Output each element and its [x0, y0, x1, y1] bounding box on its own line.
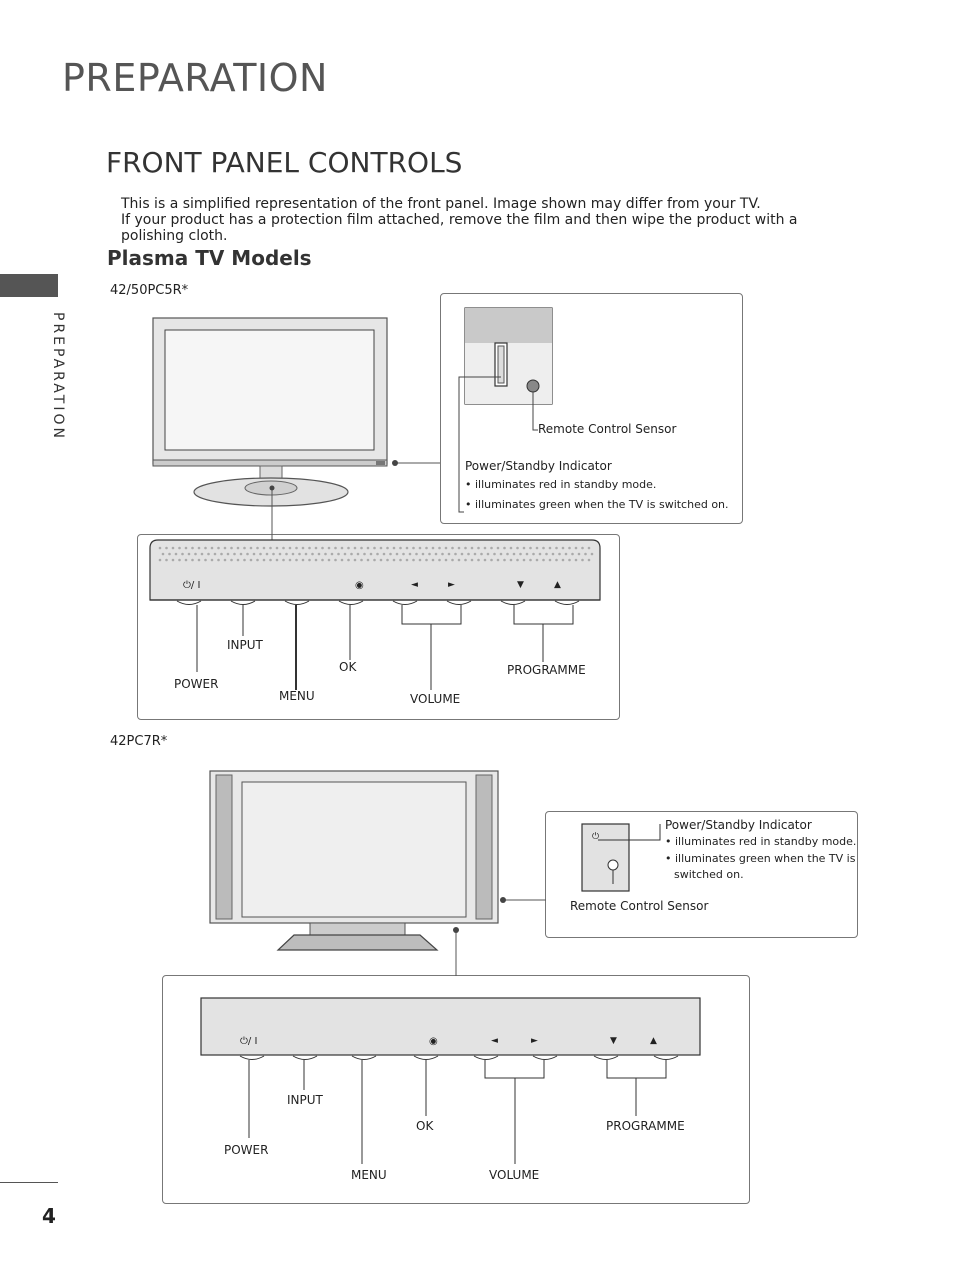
model2-power-symbol: ⏻/ I — [240, 1036, 258, 1047]
model2-right-arrow-icon: ► — [531, 1036, 538, 1046]
section-title: FRONT PANEL CONTROLS — [106, 146, 463, 179]
model1-ok-symbol: ◉ — [355, 580, 364, 591]
model1-down-arrow-icon: ▼ — [517, 580, 524, 590]
side-tab-label: PREPARATION — [50, 312, 66, 441]
model2-left-arrow-icon: ◄ — [491, 1036, 498, 1046]
model1-sensor-label: Remote Control Sensor — [538, 422, 677, 436]
model2-indicator-title: Power/Standby Indicator — [665, 818, 812, 832]
model1-indicator-bullet-1: • illuminates red in standby mode. — [465, 478, 657, 491]
model1-indicator-title: Power/Standby Indicator — [465, 459, 612, 473]
model2-tv-illustration — [209, 770, 499, 951]
model2-indicator-bullet-2: • illuminates green when the TV is — [665, 852, 856, 865]
model1-up-arrow-icon: ▲ — [554, 580, 561, 590]
intro-text: This is a simplified representation of t… — [121, 196, 841, 244]
subheading: Plasma TV Models — [107, 246, 312, 270]
side-tab-marker — [0, 274, 58, 297]
model2-input-label: INPUT — [287, 1093, 323, 1107]
model2-programme-label: PROGRAMME — [606, 1119, 685, 1133]
model1-menu-label: MENU — [279, 689, 315, 703]
model1-ok-label: OK — [339, 660, 357, 674]
model1-volume-label: VOLUME — [410, 692, 461, 706]
model1-front-panel — [149, 539, 601, 605]
model1-left-arrow-icon: ◄ — [411, 580, 418, 590]
model2-sensor-label: Remote Control Sensor — [570, 899, 709, 913]
model2-power-label: POWER — [224, 1143, 269, 1157]
model2-front-panel — [200, 997, 701, 1060]
page-number: 4 — [42, 1204, 56, 1228]
intro-line-1: This is a simplified representation of t… — [121, 196, 761, 212]
page-number-divider — [0, 1182, 58, 1183]
chapter-title: PREPARATION — [62, 56, 328, 100]
model2-indicator-bullet-1: • illuminates red in standby mode. — [665, 835, 857, 848]
intro-line-2: If your product has a protection film at… — [121, 212, 798, 244]
model1-power-symbol: ⏻/ I — [183, 580, 201, 591]
model2-up-arrow-icon: ▲ — [650, 1036, 657, 1046]
model2-indicator-closeup — [581, 823, 630, 892]
model1-programme-label: PROGRAMME — [507, 663, 586, 677]
model2-indicator-bullet-2-cont: switched on. — [674, 868, 744, 881]
model1-indicator-closeup — [464, 307, 553, 405]
model1-name: 42/50PC5R* — [110, 283, 189, 298]
model2-ok-symbol: ◉ — [429, 1036, 438, 1047]
model2-menu-label: MENU — [351, 1168, 387, 1182]
model1-input-label: INPUT — [227, 638, 263, 652]
model2-down-arrow-icon: ▼ — [610, 1036, 617, 1046]
model2-name: 42PC7R* — [110, 734, 168, 749]
model2-power-indicator-icon: ⏻ — [592, 832, 600, 842]
model2-volume-label: VOLUME — [489, 1168, 540, 1182]
model2-ok-label: OK — [416, 1119, 434, 1133]
model1-tv-illustration — [152, 317, 388, 507]
model1-power-label: POWER — [174, 677, 219, 691]
model1-indicator-bullet-2: • illuminates green when the TV is switc… — [465, 498, 729, 511]
model1-right-arrow-icon: ► — [448, 580, 455, 590]
